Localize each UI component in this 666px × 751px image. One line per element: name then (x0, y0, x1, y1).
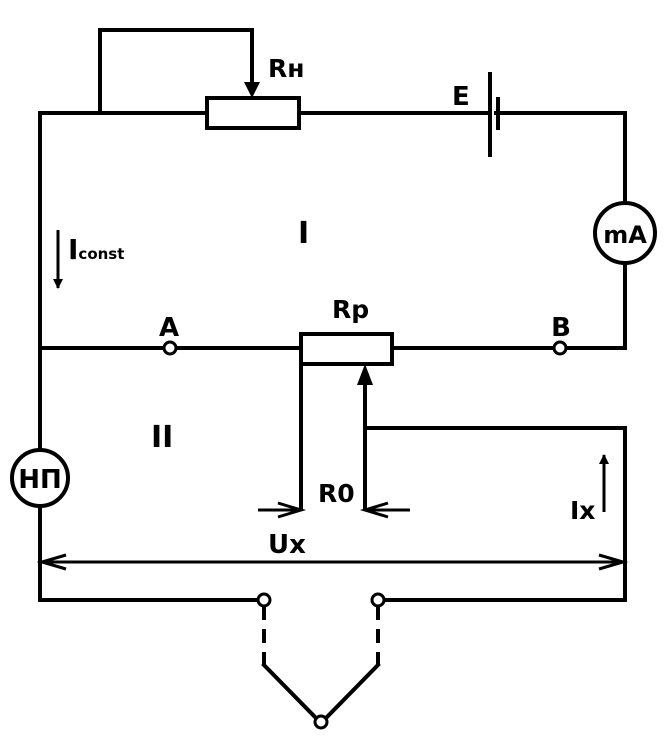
label-b: B (551, 313, 571, 343)
label-u-x: Ux (268, 530, 306, 560)
milliammeter (593, 201, 657, 265)
slide-resistor-rp (299, 332, 394, 511)
battery-e (488, 72, 500, 157)
label-i-const-main: I (68, 233, 78, 266)
label-loop-two: II (151, 420, 173, 455)
r-zero-dimension (258, 501, 410, 519)
label-e: E (452, 82, 470, 112)
label-r-zero: R0 (318, 479, 355, 508)
rheostat-rn (205, 82, 301, 130)
label-r-n: Rн (268, 54, 305, 83)
label-np: НП (18, 465, 62, 495)
label-loop-one: I (298, 216, 309, 251)
terminal-a (162, 340, 178, 356)
null-indicator-np (10, 448, 70, 508)
label-i-const-sub: const (78, 245, 124, 263)
thermocouple (256, 592, 386, 730)
label-r-p: Rр (332, 295, 369, 324)
upper-loop-wires (38, 28, 627, 455)
label-i-const: Iconst (68, 233, 124, 266)
lower-loop-wires (38, 426, 627, 602)
label-a: A (159, 313, 179, 343)
terminal-b (552, 340, 568, 356)
label-ma: mA (603, 221, 647, 249)
label-i-x: Ix (570, 496, 595, 525)
u-x-dimension (36, 553, 629, 571)
